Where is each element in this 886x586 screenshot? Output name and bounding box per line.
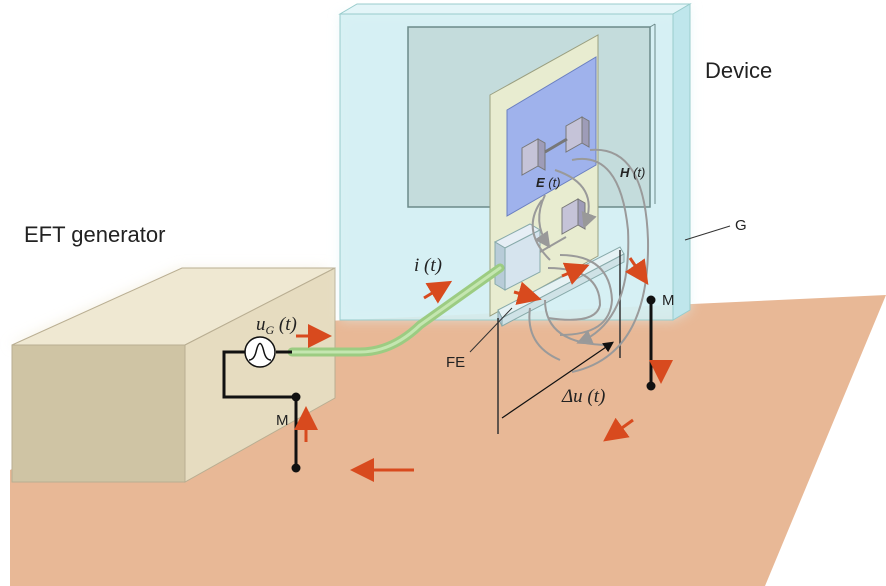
voltage-source-icon [244,336,276,368]
e-field-label: E (t) [536,175,561,190]
component-upper-left [521,138,546,176]
component-upper-right [565,116,590,153]
e-field-lines [531,169,597,261]
generator-side [184,267,336,483]
eft-generator-label: EFT generator [24,222,165,247]
device-top [338,3,692,15]
pcb-connector [493,223,542,291]
current-label: i (t) [414,255,442,276]
device-side [672,3,691,321]
generator-front [11,344,186,483]
m-generator-label: M [276,412,289,429]
fe-label: FE [446,354,465,371]
g-leader [684,225,731,241]
m-device-label: M [662,292,675,309]
delta-u-arrow [501,341,614,419]
h-field-label: H (t) [620,165,645,180]
g-label: G [735,217,747,234]
delta-u-label: Δu (t) [561,386,605,407]
fe-leader [469,307,513,353]
eft-generator [8,267,336,483]
chip-area [506,56,597,217]
device-label: Device [705,58,772,83]
current-arrows [294,257,673,482]
generator-voltage-label: uG (t) [256,314,297,337]
